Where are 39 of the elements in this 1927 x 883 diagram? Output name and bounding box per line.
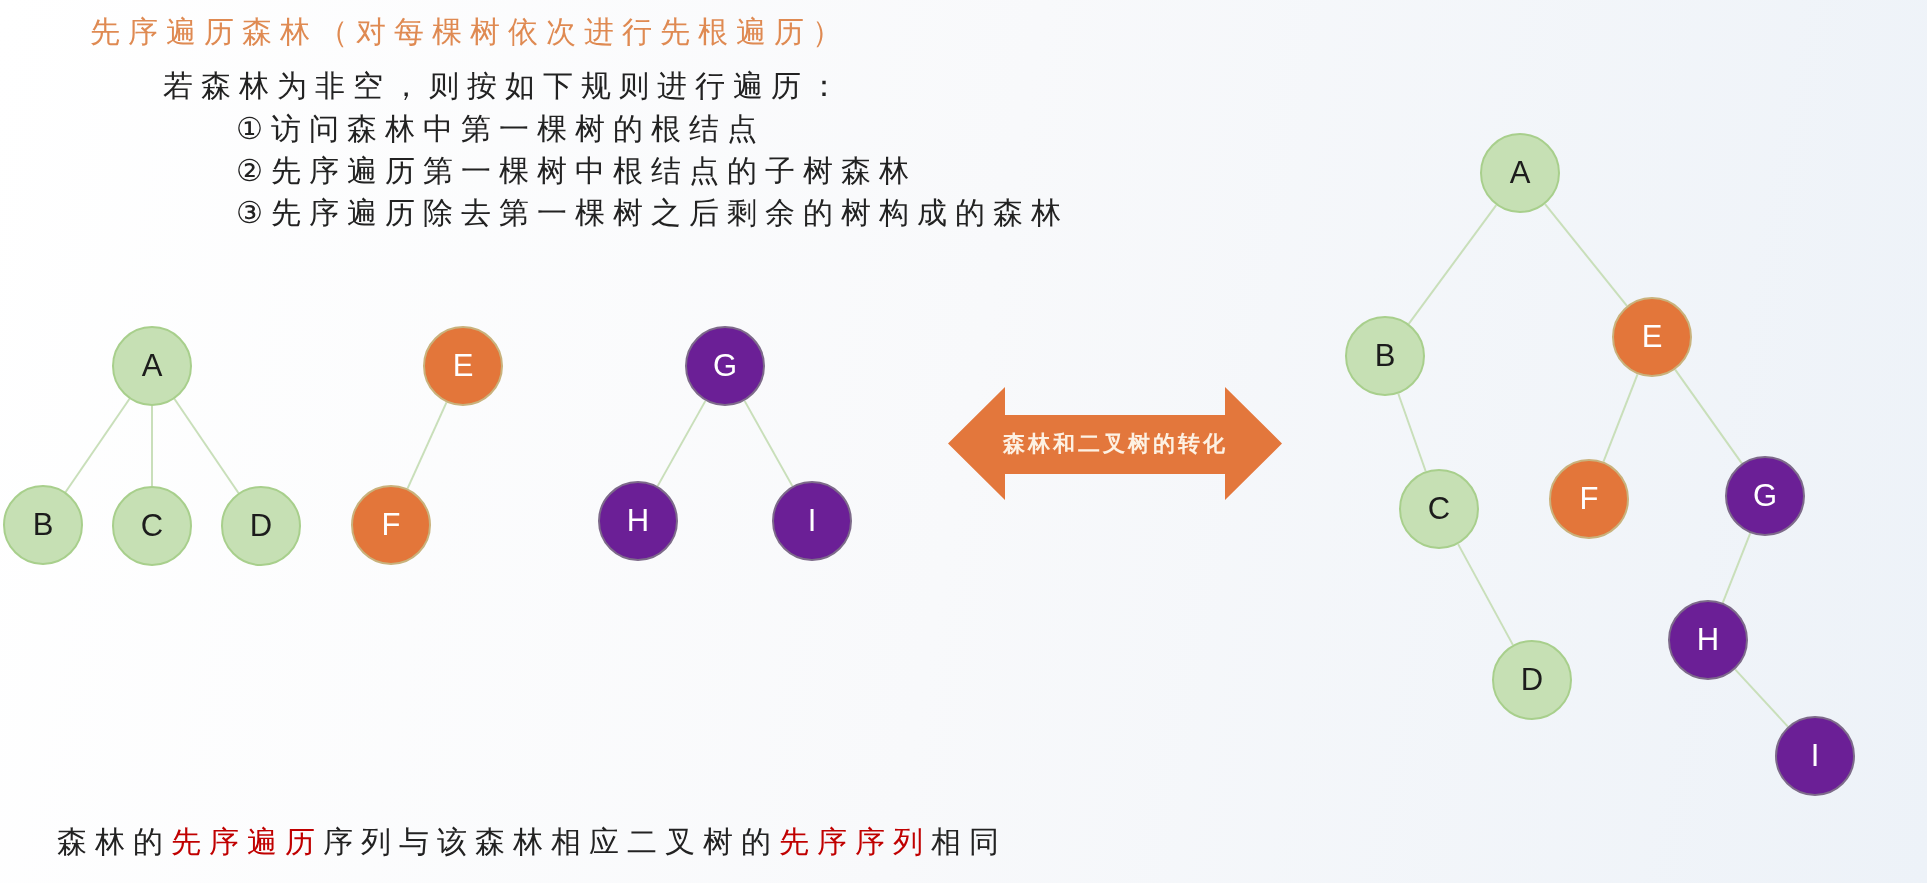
node-circle: A (1480, 133, 1560, 213)
node-circle: E (1612, 297, 1692, 377)
connector-line (151, 405, 153, 487)
node-circle: D (221, 486, 301, 566)
note: 森林的先序遍历序列与该森林相应二叉树的先序序列相同 (57, 823, 1007, 861)
connector-line (656, 399, 707, 488)
connector-line (406, 401, 448, 490)
connector-line (1602, 373, 1639, 463)
connector-line (1457, 543, 1514, 646)
node-circle: I (772, 481, 852, 561)
connector-line (1544, 203, 1628, 307)
connector-line (743, 399, 794, 488)
node-circle: G (1725, 456, 1805, 536)
node-circle: B (1345, 316, 1425, 396)
node-circle: H (1668, 600, 1748, 680)
node-circle: B (3, 485, 83, 565)
connector-line (1397, 392, 1427, 473)
connector-line (1721, 532, 1752, 604)
node-circle: F (1549, 459, 1629, 539)
connector-line (1407, 204, 1498, 325)
node-circle: E (423, 326, 503, 406)
node-circle: G (685, 326, 765, 406)
list-item: ①访问森林中第一棵树的根结点 (236, 110, 765, 148)
double-arrow: 森林和二叉树的转化 (948, 387, 1282, 500)
node-circle: H (598, 481, 678, 561)
list-item: ②先序遍历第一棵树中根结点的子树森林 (236, 152, 917, 190)
paragraph: 若森林为非空，则按如下规则进行遍历： (163, 67, 847, 105)
node-circle: A (112, 326, 192, 406)
title: 先序遍历森林（对每棵树依次进行先根遍历） (90, 13, 850, 51)
node-circle: C (1399, 469, 1479, 549)
node-circle: C (112, 486, 192, 566)
connector-line (1734, 668, 1789, 728)
node-circle: D (1492, 640, 1572, 720)
node-circle: I (1775, 716, 1855, 796)
connector-line (1674, 368, 1743, 465)
node-circle: F (351, 485, 431, 565)
list-item: ③先序遍历除去第一棵树之后剩余的树构成的森林 (236, 194, 1069, 232)
connector-line (64, 398, 131, 493)
connector-line (173, 398, 240, 494)
